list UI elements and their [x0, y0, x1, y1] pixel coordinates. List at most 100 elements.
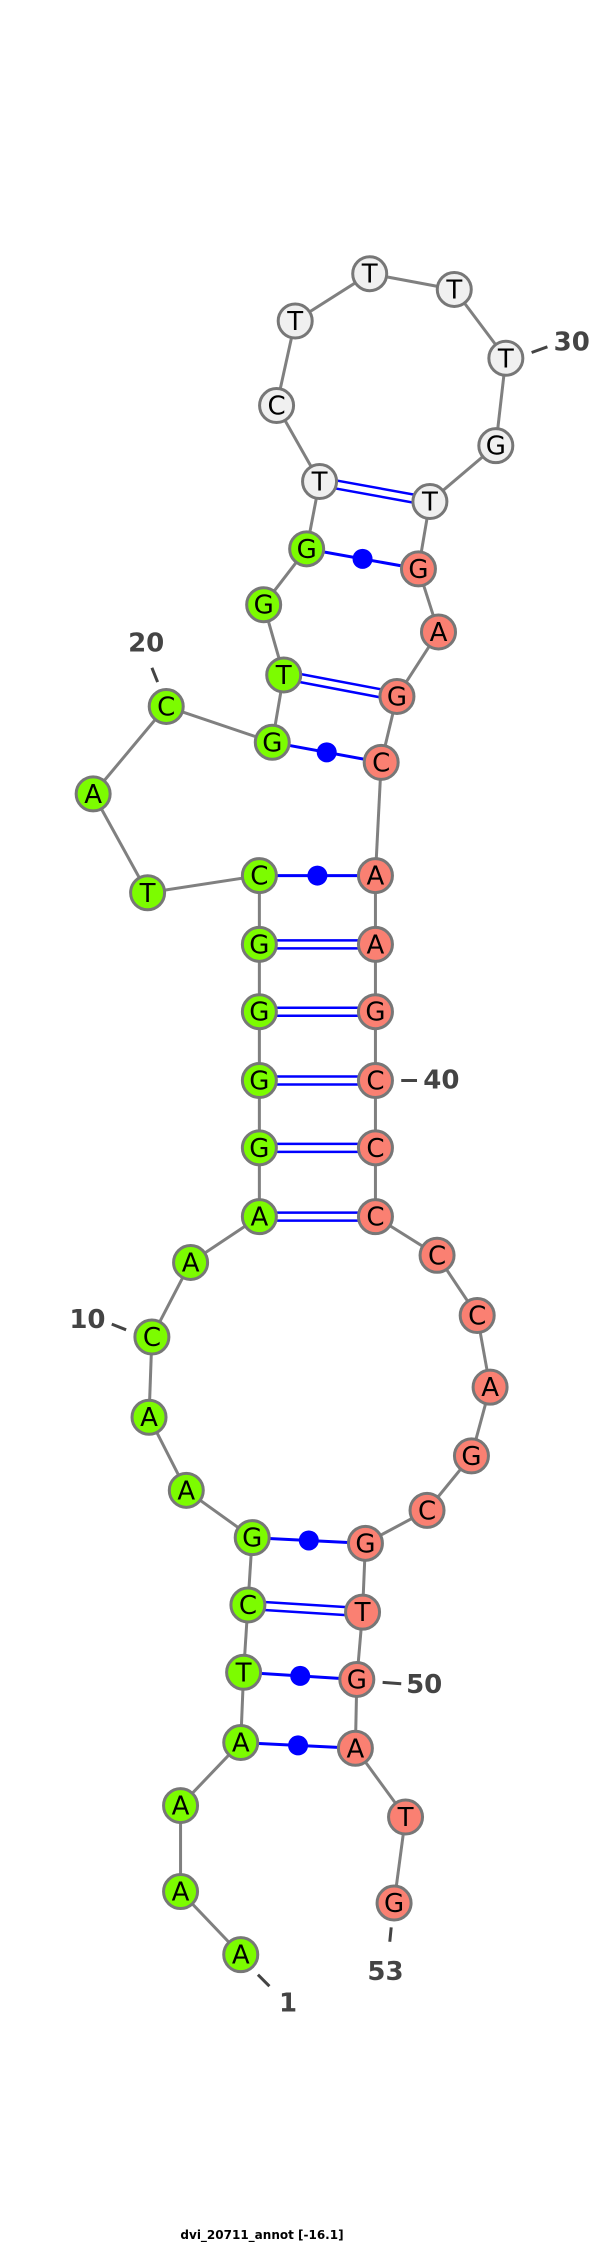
base-pair-double-line [318, 484, 430, 507]
base-pair-dot [307, 865, 328, 886]
nucleotide-22: T [265, 656, 303, 694]
nucleotide-27: T [276, 302, 314, 340]
position-label-30: 30 [554, 327, 590, 357]
nucleotide-5: T [225, 1653, 263, 1691]
nucleotide-1: A [222, 1936, 260, 1974]
base-pair-dot [352, 548, 373, 569]
nucleotide-23: G [245, 586, 283, 624]
svg-text:G: G [461, 1442, 481, 1472]
nucleotide-11: A [172, 1243, 210, 1281]
nucleotide-40: C [356, 1061, 394, 1099]
nucleotide-47: C [408, 1491, 446, 1529]
svg-text:A: A [346, 1734, 364, 1764]
base-pair-double-line [282, 677, 397, 702]
position-label-50: 50 [406, 1670, 442, 1700]
nucleotide-41: C [356, 1129, 394, 1167]
svg-text:T: T [445, 275, 462, 305]
nucleotide-44: C [458, 1296, 496, 1334]
nucleotide-37: A [356, 857, 394, 895]
nucleotide-19: A [74, 775, 112, 813]
nucleotide-49: T [344, 1593, 382, 1631]
backbone-link [373, 762, 383, 876]
nucleotide-26: C [258, 387, 296, 425]
svg-text:C: C [267, 392, 285, 422]
nucleotide-17: C [240, 857, 278, 895]
svg-text:G: G [384, 1889, 404, 1919]
svg-text:G: G [387, 682, 407, 712]
nucleotide-34: A [419, 613, 457, 651]
svg-text:T: T [139, 879, 156, 909]
nucleotide-45: A [471, 1368, 509, 1406]
svg-text:G: G [262, 728, 282, 758]
svg-text:A: A [182, 1248, 200, 1278]
svg-text:G: G [254, 591, 274, 621]
svg-text:C: C [418, 1496, 436, 1526]
nucleotide-25: T [301, 462, 339, 500]
svg-text:C: C [239, 1591, 257, 1621]
nucleotide-24: G [288, 530, 326, 568]
nucleotide-33: G [399, 550, 437, 588]
structure-caption: dvi_20711_annot [-16.1] [180, 2228, 344, 2242]
nucleotide-3: A [162, 1787, 200, 1825]
nucleotide-4: A [222, 1724, 260, 1762]
svg-text:G: G [297, 535, 317, 565]
svg-text:G: G [355, 1529, 375, 1559]
nucleotide-9: A [130, 1398, 168, 1436]
svg-text:C: C [143, 1323, 161, 1353]
svg-text:T: T [311, 467, 328, 497]
svg-text:T: T [397, 1803, 414, 1833]
svg-text:C: C [468, 1301, 486, 1331]
nucleotide-21: G [253, 723, 291, 761]
nucleotide-18: T [129, 874, 167, 912]
position-tick [531, 345, 548, 354]
position-label-40: 40 [423, 1065, 459, 1095]
svg-text:G: G [347, 1665, 367, 1695]
svg-text:A: A [367, 862, 385, 892]
nucleotide-31: G [477, 427, 515, 465]
svg-text:C: C [366, 1066, 384, 1096]
backbone-link [91, 793, 149, 894]
svg-text:G: G [249, 1134, 269, 1164]
position-label-20: 20 [128, 628, 164, 658]
svg-text:C: C [428, 1241, 446, 1271]
base-pair-double-line [320, 476, 431, 499]
nucleotide-7: G [233, 1519, 271, 1557]
svg-text:G: G [408, 555, 428, 585]
nucleotide-15: G [240, 993, 278, 1031]
nucleotide-50: G [338, 1660, 376, 1698]
svg-text:T: T [361, 260, 378, 290]
svg-text:T: T [354, 1598, 371, 1628]
position-label-1: 1 [279, 1988, 297, 2018]
base-pair-double-line [247, 1607, 363, 1618]
nucleotide-52: T [387, 1798, 425, 1836]
svg-text:G: G [242, 1524, 262, 1554]
nucleotide-35: G [378, 677, 416, 715]
position-tick [150, 667, 160, 683]
svg-text:G: G [365, 998, 385, 1028]
nucleotide-32: T [411, 483, 449, 521]
nucleotide-29: T [435, 270, 473, 308]
nucleotide-38: A [356, 925, 394, 963]
base-pair-dot [290, 1665, 311, 1686]
svg-text:C: C [157, 692, 175, 722]
nucleotide-2: A [162, 1873, 200, 1911]
svg-text:T: T [421, 488, 438, 518]
svg-text:A: A [172, 1792, 190, 1822]
nucleotide-43: C [418, 1236, 456, 1274]
svg-text:G: G [249, 998, 269, 1028]
nucleotide-16: G [240, 925, 278, 963]
nucleotide-42: C [356, 1198, 394, 1236]
nucleotide-14: G [240, 1061, 278, 1099]
svg-text:C: C [372, 748, 390, 778]
svg-text:A: A [430, 618, 448, 648]
nucleotide-46: G [452, 1437, 490, 1475]
nucleotide-8: A [167, 1471, 205, 1509]
svg-text:A: A [232, 1941, 250, 1971]
base-pair-dot [316, 742, 337, 763]
svg-text:T: T [497, 344, 514, 374]
svg-text:C: C [366, 1134, 384, 1164]
svg-text:G: G [486, 432, 506, 462]
base-pair-double-line [284, 669, 398, 694]
nucleotide-20: C [147, 687, 185, 725]
